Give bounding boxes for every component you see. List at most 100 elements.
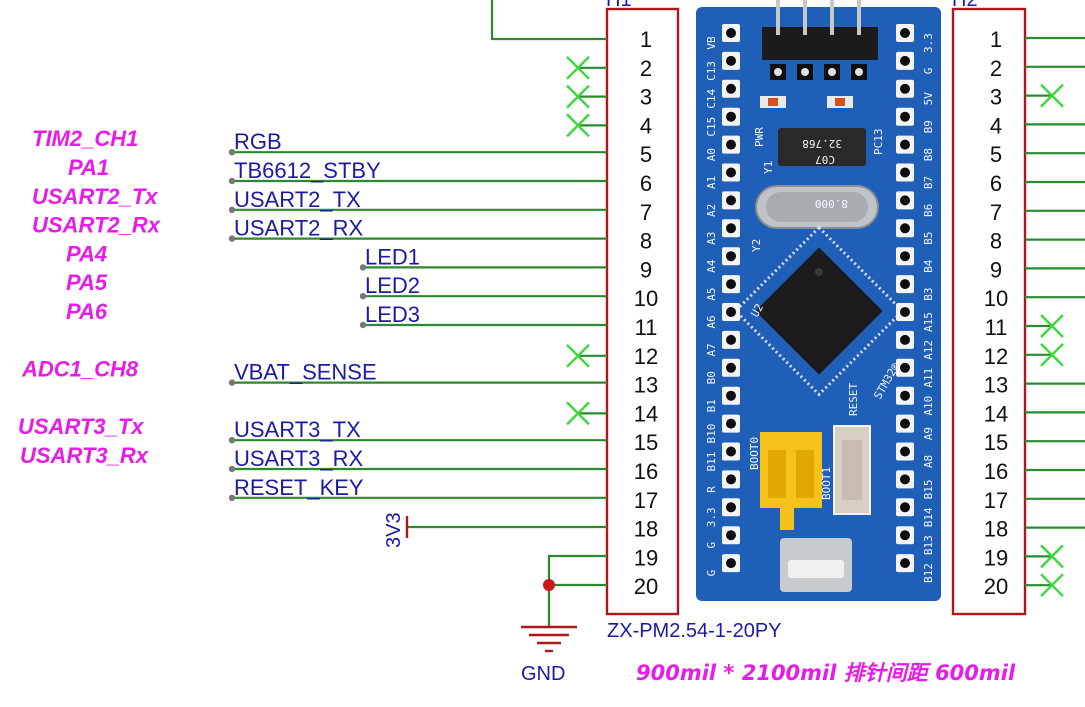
h1-pin-number: 17 xyxy=(634,488,658,513)
h1-pin-number: 7 xyxy=(640,200,652,225)
board-left-pin-label: B11 xyxy=(705,452,718,472)
h2-pin-number: 1 xyxy=(990,27,1002,52)
silk-u2: U2 xyxy=(748,302,766,320)
board-left-pin-label: A4 xyxy=(705,259,718,273)
h2-pin-number: 5 xyxy=(990,142,1002,167)
mcu-chip xyxy=(733,225,905,397)
silk-boot0: BOOT0 xyxy=(748,437,761,470)
net-label: LED2 xyxy=(365,273,420,298)
net-wire-end xyxy=(359,321,367,329)
board-right-pin-label: B6 xyxy=(922,204,935,217)
net-wire-end xyxy=(228,177,236,185)
pin-function-label: USART3_Tx xyxy=(18,414,144,439)
h1-pin-number: 11 xyxy=(635,315,658,340)
h2-pin-number: 16 xyxy=(984,459,1008,484)
board-left-pin-label: B10 xyxy=(705,424,718,444)
net-label: USART3_TX xyxy=(234,417,361,442)
net-label: RGB xyxy=(234,129,282,154)
board-right-pin-label: B4 xyxy=(922,259,935,273)
h1-pin-number: 4 xyxy=(640,113,652,138)
silk-boot1: BOOT1 xyxy=(820,467,833,500)
crystal-8m-text: 8.000 xyxy=(815,197,848,210)
board-right-pin-label: 5V xyxy=(922,92,935,106)
board-left-pin-label: A3 xyxy=(705,232,718,245)
h2-wires xyxy=(1025,36,1085,587)
board-right-pin-label: B5 xyxy=(922,232,935,245)
svg-text:C07: C07 xyxy=(815,153,835,166)
board-right-pin-label: B15 xyxy=(922,479,935,499)
board-left-pin-label: A6 xyxy=(705,315,718,328)
pin-function-label: PA5 xyxy=(66,270,108,295)
h1-pin-number: 5 xyxy=(640,142,652,167)
silk-reset: RESET xyxy=(847,383,860,416)
net-wire-end xyxy=(228,235,236,242)
silk-y2: Y2 xyxy=(750,239,763,252)
board-left-pin-label: B0 xyxy=(705,371,718,384)
header-h1-ref: H1 xyxy=(606,0,632,11)
board-left-pin-label: A0 xyxy=(705,148,718,161)
h2-pin-number: 14 xyxy=(984,401,1008,426)
net-wire-end xyxy=(228,465,236,473)
h2-pin-number: 12 xyxy=(984,344,1008,369)
net-label: VBAT_SENSE xyxy=(234,360,377,385)
h1-pin-number: 12 xyxy=(634,344,658,369)
board-left-pin-label: A7 xyxy=(705,343,718,356)
board-left-pin-label: G xyxy=(705,542,718,549)
h1-pin-number: 6 xyxy=(640,171,652,196)
net-wire-end xyxy=(228,379,236,386)
power-3v3-symbol: 3V3 xyxy=(383,512,607,548)
board-right-pin-label: B12 xyxy=(922,563,935,583)
silk-y1: Y1 xyxy=(762,161,775,174)
board-left-pin-label: C13 xyxy=(705,61,718,81)
board-left-pin-label: G xyxy=(705,570,718,577)
h2-pin-number: 3 xyxy=(990,85,1002,110)
board-left-pin-label: R xyxy=(705,486,718,493)
h2-pin-number: 9 xyxy=(990,257,1002,282)
h2-pin-number: 10 xyxy=(984,286,1008,311)
h1-pin-number: 8 xyxy=(640,229,652,254)
board-right-pin-label: A15 xyxy=(922,312,935,332)
h1-pin-number: 16 xyxy=(634,459,658,484)
h1-pin-number: 3 xyxy=(640,85,652,110)
h1-pin-number: 14 xyxy=(634,401,658,426)
net-labels: RGBTB6612_STBYUSART2_TXUSART2_RXLED1LED2… xyxy=(234,129,420,500)
net-wire-end xyxy=(228,206,236,213)
pin-function-label: ADC1_CH8 xyxy=(21,357,139,382)
dimension-note: 900mil * 2100mil 排针间距 600mil xyxy=(636,661,1016,685)
swd-header-pins xyxy=(770,0,867,80)
silk-pwr: PWR xyxy=(753,127,766,147)
no-connect-markers-h2 xyxy=(1040,83,1064,598)
net-wire-end xyxy=(228,494,236,501)
net-wire-end xyxy=(359,264,367,271)
silk-pc13: PC13 xyxy=(872,129,885,156)
alias-labels: TIM2_CH1PA1USART2_TxUSART2_RxPA4PA5PA6AD… xyxy=(18,126,161,468)
no-connect-markers-h1 xyxy=(566,55,607,426)
pin-function-label: PA4 xyxy=(66,241,107,266)
board-left-pin-label: A1 xyxy=(705,176,718,189)
board-left-pin-label: VB xyxy=(705,36,718,50)
board-left-pin-label: C14 xyxy=(705,88,718,108)
board-right-pin-label: B14 xyxy=(922,507,935,527)
net-label: USART3_RX xyxy=(234,446,364,471)
h2-pin-number: 11 xyxy=(985,315,1008,340)
ground-label: GND xyxy=(521,663,565,685)
h2-pin-number: 17 xyxy=(984,488,1008,513)
board-right-pin-label: B13 xyxy=(922,535,935,555)
net-label: RESET_KEY xyxy=(234,475,364,500)
board-right-pin-label: 3.3 xyxy=(922,33,935,53)
board-right-pin-label: B9 xyxy=(922,120,935,133)
pin-function-label: USART2_Rx xyxy=(32,213,161,238)
board-left-pin-labels: VBC13C14C15A0A1A2A3A4A5A6A7B0B1B10B11R3.… xyxy=(705,36,718,576)
h2-pin-number: 4 xyxy=(990,113,1002,138)
board-right-pin-label: A11 xyxy=(922,368,935,388)
crystal-32k xyxy=(778,128,866,166)
board-pin-pads xyxy=(722,24,914,573)
net-wires xyxy=(228,149,607,501)
board-right-pin-labels: 3.3G5VB9B8B7B6B5B4B3A15A12A11A10A9A8B15B… xyxy=(922,33,935,583)
crystal-32k-text: 32.768 xyxy=(802,137,842,150)
